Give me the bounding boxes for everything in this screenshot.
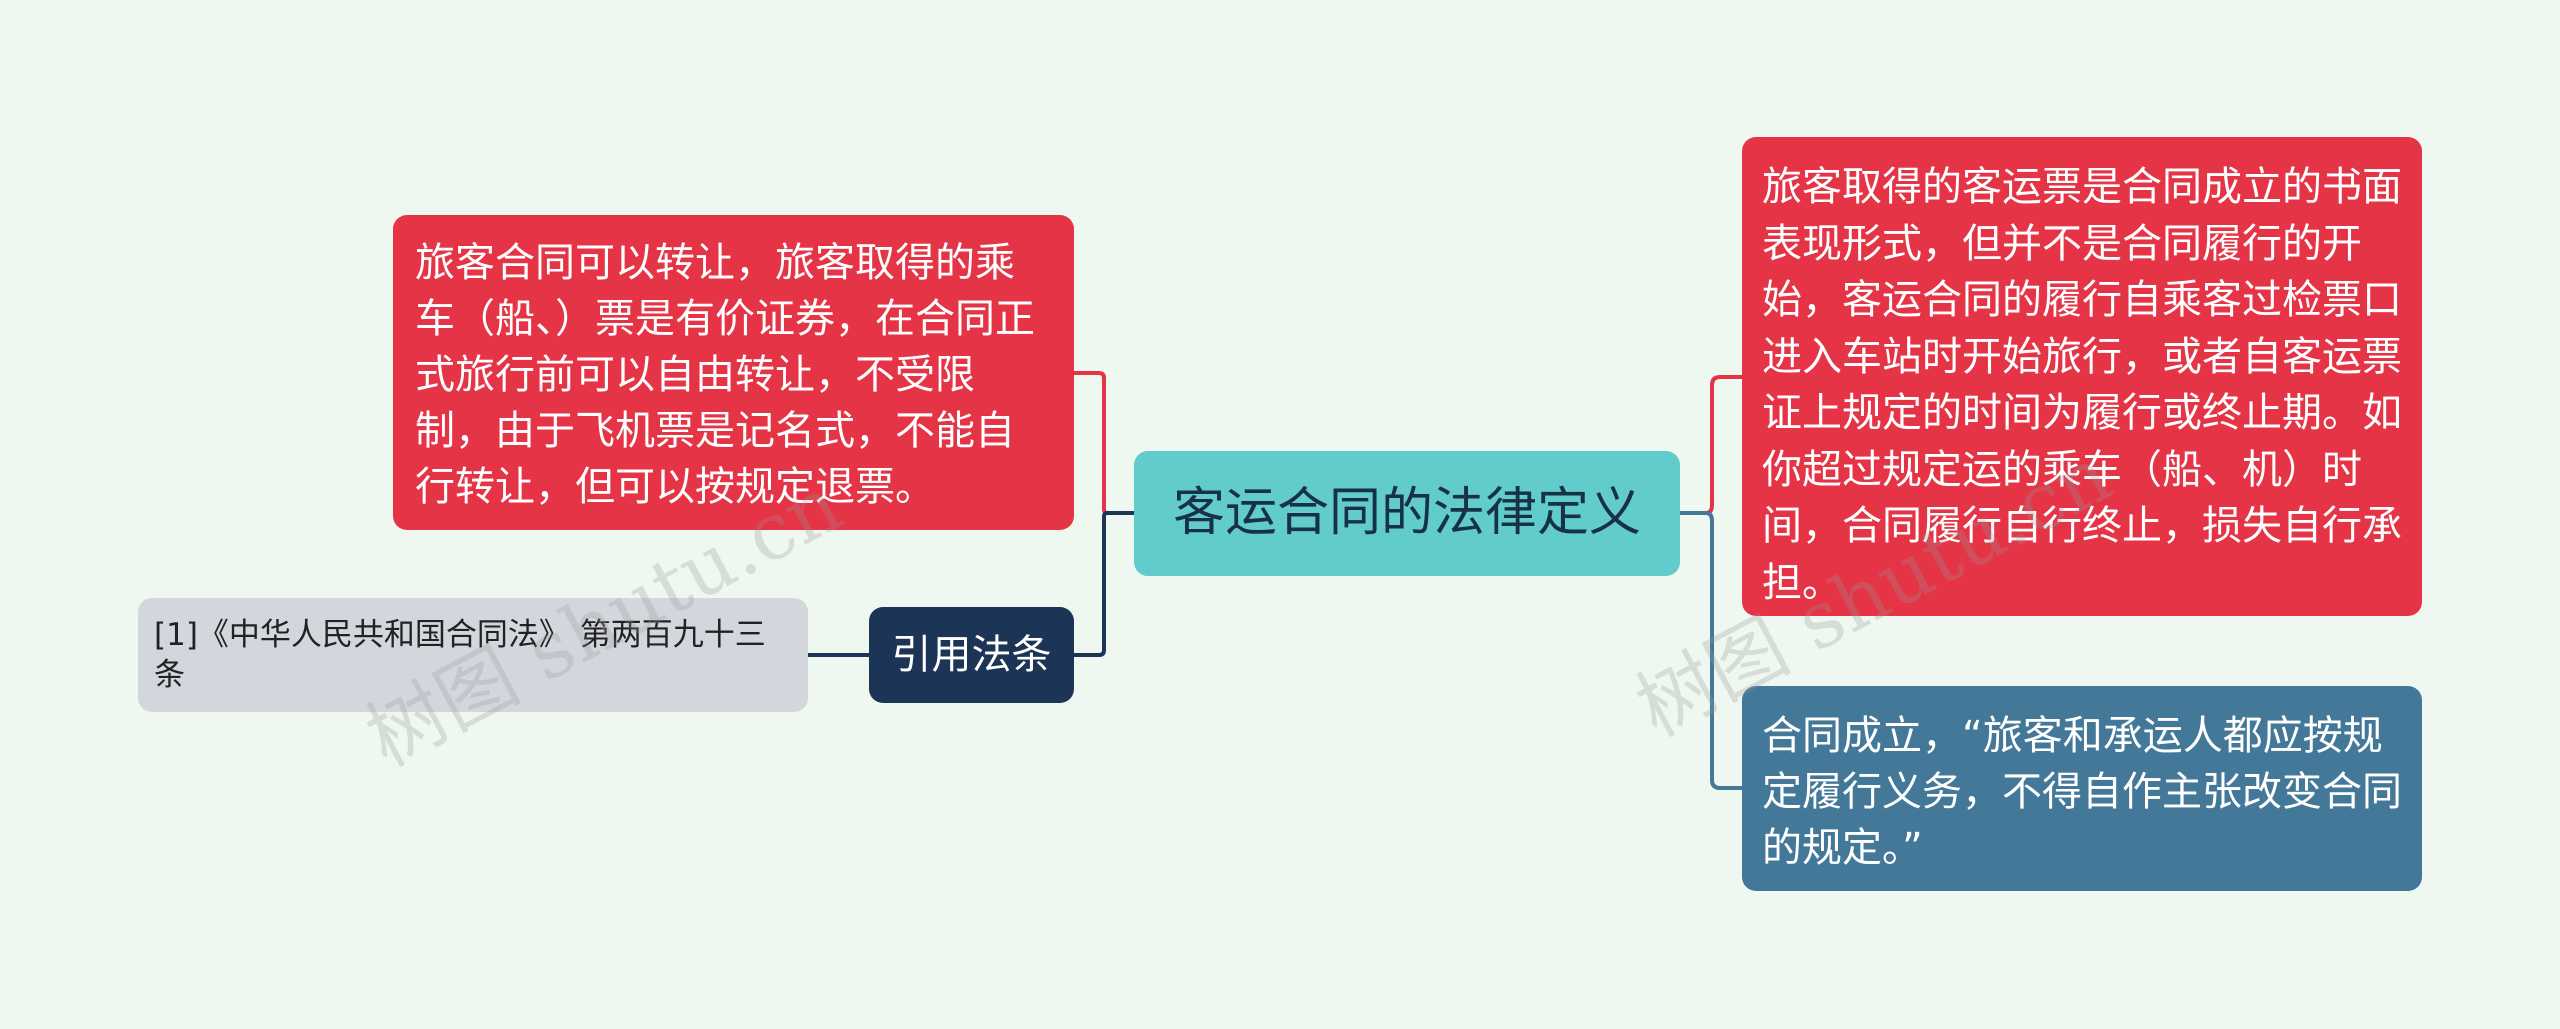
reference-contract-law-article[interactable]: [1]《中华人民共和国合同法》 第两百九十三条 [138,598,808,712]
topic-contract-formation[interactable]: 合同成立，“旅客和承运人都应按规定履行义务，不得自作主张改变合同的规定。” [1742,686,2422,891]
connector-center-to-right-bottom [1680,511,1742,790]
topic-transferability[interactable]: 旅客合同可以转让，旅客取得的乘车（船、）票是有价证券，在合同正式旅行前可以自由转… [393,215,1074,530]
connector-center-to-left-top [1074,371,1134,515]
topic-ticket-as-contract-form[interactable]: 旅客取得的客运票是合同成立的书面表现形式，但并不是合同履行的开始，客运合同的履行… [1742,137,2422,616]
connector-center-to-cite [1074,511,1134,657]
topic-cited-law[interactable]: 引用法条 [869,607,1074,703]
connector-center-to-right-top [1680,375,1742,515]
central-topic[interactable]: 客运合同的法律定义 [1134,451,1680,576]
